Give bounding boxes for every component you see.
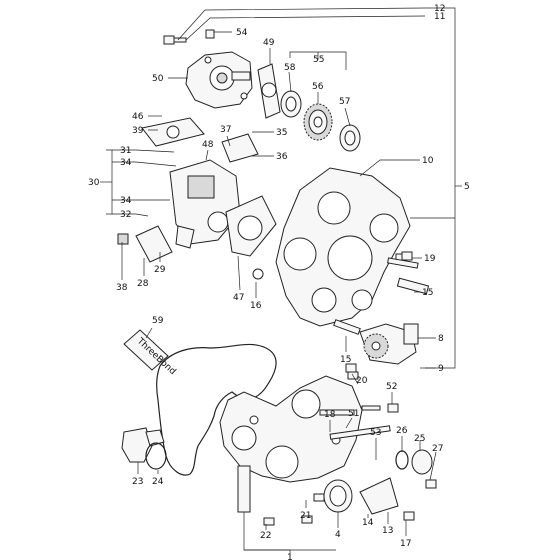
callout-35: 35	[276, 128, 287, 138]
callout-47: 47	[233, 293, 244, 303]
callout-30: 30	[88, 178, 100, 188]
callout-27: 27	[432, 444, 443, 454]
callout-51: 51	[348, 409, 359, 419]
callout-24: 24	[152, 477, 164, 487]
callout-31: 31	[120, 146, 131, 156]
callout-55: 55	[313, 55, 324, 65]
leader-lines	[100, 7, 462, 556]
callout-21: 21	[300, 511, 311, 521]
callout-1: 1	[287, 553, 293, 560]
callout-46: 46	[132, 112, 144, 122]
callout-23: 23	[132, 477, 143, 487]
callout-57: 57	[339, 97, 350, 107]
front-cover	[219, 375, 363, 513]
callout-59: 59	[152, 316, 164, 326]
callout-49: 49	[263, 38, 275, 48]
callout-18: 18	[324, 410, 336, 420]
cover-plate	[135, 225, 173, 263]
pump-housing	[185, 51, 253, 109]
callout-8: 8	[438, 334, 444, 344]
bearing	[339, 124, 361, 152]
sealant-tube: ThreeBond	[123, 329, 177, 377]
callout-53: 53	[370, 428, 381, 438]
plug	[117, 233, 129, 245]
shaft	[333, 319, 361, 335]
callout-48: 48	[202, 140, 214, 150]
oil-pump	[359, 323, 419, 365]
gear-case	[252, 167, 430, 327]
callout-19: 19	[424, 254, 436, 264]
callout-37: 37	[220, 125, 231, 135]
callout-22: 22	[260, 531, 271, 541]
callout-26: 26	[396, 426, 408, 436]
callout-34: 34	[120, 196, 132, 206]
flange	[121, 427, 165, 463]
callout-50: 50	[152, 74, 164, 84]
callout-14: 14	[362, 518, 374, 528]
callout-32: 32	[120, 210, 131, 220]
callout-16: 16	[250, 301, 262, 311]
callout-36: 36	[276, 152, 288, 162]
cover-round	[411, 449, 433, 475]
callout-11: 11	[434, 12, 445, 22]
callout-labels: 12 11 54 49 55 58 56 57 50 46 39 37 35 4…	[88, 4, 470, 560]
gasket-small	[221, 133, 259, 163]
gasket-plate	[257, 63, 281, 119]
callout-17: 17	[400, 539, 411, 549]
callout-15: 15	[422, 288, 433, 298]
o-ring	[395, 450, 409, 470]
callout-38: 38	[116, 283, 128, 293]
bearing	[280, 90, 302, 118]
cover-triangle	[359, 477, 399, 515]
gear	[303, 103, 333, 141]
callout-39: 39	[132, 126, 144, 136]
callout-28: 28	[137, 279, 149, 289]
callout-54: 54	[236, 28, 248, 38]
gasket-housing	[225, 195, 277, 257]
callout-56: 56	[312, 82, 324, 92]
callout-29: 29	[154, 265, 166, 275]
o-ring	[145, 442, 167, 470]
callout-15: 15	[340, 355, 351, 365]
callout-13: 13	[382, 526, 393, 536]
callout-5: 5	[464, 182, 470, 192]
oil-seal	[323, 479, 353, 513]
callout-34: 34	[120, 158, 132, 168]
callout-52: 52	[386, 382, 397, 392]
callout-12: 12	[434, 4, 445, 14]
callout-20: 20	[356, 376, 368, 386]
callout-4: 4	[335, 530, 341, 540]
callout-10: 10	[422, 156, 434, 166]
callout-25: 25	[414, 434, 425, 444]
callout-58: 58	[284, 63, 296, 73]
thermostat-housing	[169, 159, 241, 249]
callout-9: 9	[438, 364, 444, 374]
gasket-thermostat	[141, 117, 205, 147]
